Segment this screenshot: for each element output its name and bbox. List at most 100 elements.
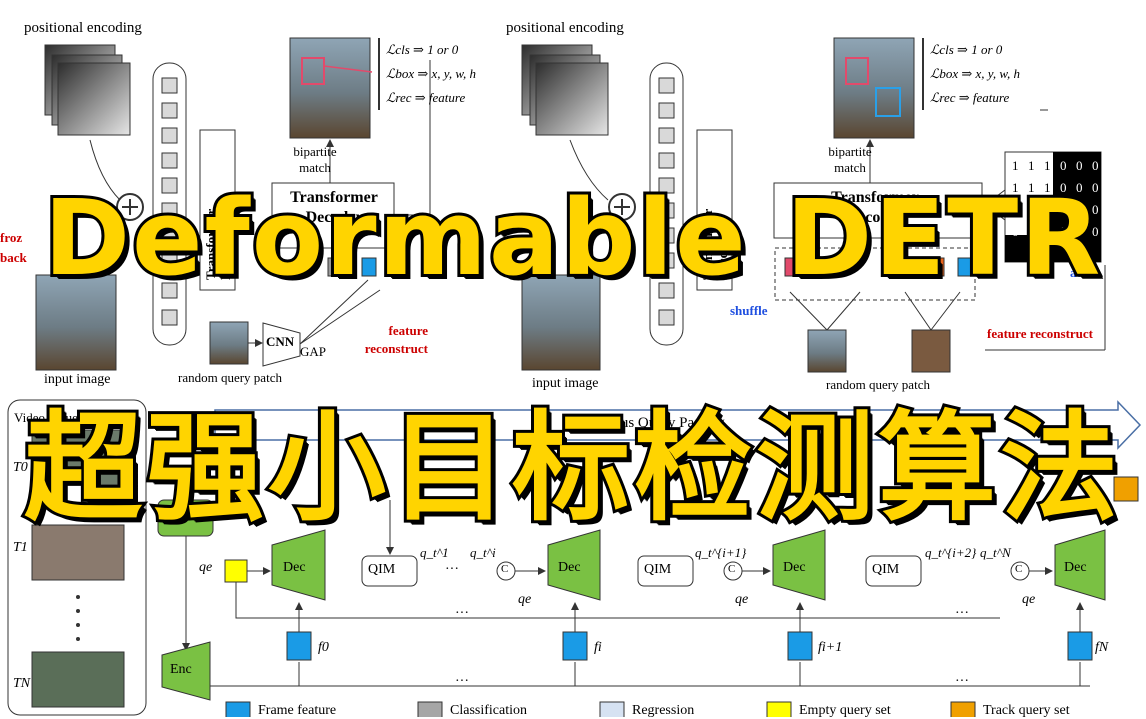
positional-encoding-stack-right [521, 44, 609, 136]
mask-cell: 0 [1076, 180, 1083, 195]
qe-label-1: qe [518, 592, 532, 607]
mask-cell: 0 [1012, 224, 1019, 239]
q-label-1: q_t^1 [420, 545, 449, 560]
qim-label-3: QIM [872, 562, 900, 577]
frame-tn [31, 651, 125, 708]
mask-cell: 0 [1060, 202, 1067, 217]
random-query-patch-label-left: random query patch [178, 370, 282, 385]
ellipsis-4: ··· [955, 606, 969, 621]
frame-label-tn: TN [13, 676, 31, 691]
mask-cell: 1 [1044, 158, 1051, 173]
token-cells-left [161, 77, 178, 326]
loss-rec-right: ℒrec ⇒ feature [930, 90, 1010, 105]
query-blue-right [957, 257, 973, 277]
qim-block-1 [361, 555, 418, 587]
legend-swatch-regression [599, 701, 625, 717]
loss-rec-left: ℒrec ⇒ feature [386, 90, 466, 105]
mask-cell: 1 [1044, 180, 1051, 195]
legend-swatch-track-query [950, 701, 976, 717]
mask-cell: 1 [1012, 158, 1019, 173]
decoder-word-2-right: Decoder [846, 209, 904, 226]
input-image-label-left: input image [44, 372, 111, 387]
frozen-backbone-label: froz back [0, 228, 27, 268]
legend-regression: Regression [632, 703, 695, 718]
mask-cell: 1 [1012, 202, 1019, 217]
random-query-patch-img-right-1 [807, 329, 847, 373]
decoder-word-1: Transformer [290, 189, 378, 206]
legend-swatch-frame-feature [225, 701, 251, 717]
decoder-word-2: Decoder [305, 209, 363, 226]
transformer-decoder-left [271, 182, 395, 249]
frame-feature-f0 [286, 631, 312, 661]
mask-cell: 1 [1028, 158, 1035, 173]
loss-list-left: ℒcls ⇒ 1 or 0 ℒbox ⇒ x, y, w, h ℒrec ⇒ f… [378, 38, 476, 110]
f-label-i1: fi+1 [818, 640, 843, 655]
frame-label-t0: T0 [13, 460, 28, 475]
random-query-patch-img-left [209, 321, 249, 365]
detection-image-left [289, 37, 371, 139]
mask-cell: 0 [1028, 224, 1035, 239]
frame-feature-fi [562, 631, 588, 661]
pe-label-right: positional encoding [506, 20, 624, 36]
cnn-block [262, 322, 301, 367]
frame-feature-fi1 [787, 631, 813, 661]
qe-label-0: qe [199, 560, 213, 575]
query-red-right [784, 257, 800, 277]
bipartite-label-right: bipartite match [820, 144, 880, 176]
overlay-title-line1: Deformable DETR [41, 175, 1104, 301]
encoder-box-right [696, 129, 733, 291]
mask-cell: 1 [1028, 202, 1035, 217]
qim-block-3 [865, 555, 922, 587]
concat-label-3: C [1015, 563, 1023, 575]
legend-swatch-classification [417, 701, 443, 717]
f-label-i: fi [594, 640, 602, 655]
qe-label-2: qe [735, 592, 749, 607]
plus-icon [122, 199, 138, 215]
legend-swatch-empty-query [766, 701, 792, 717]
detection-image-right [833, 37, 915, 139]
mask-cell: 0 [1076, 224, 1083, 239]
bipartite-word-right: bipartite [828, 144, 872, 159]
match-word-right: match [834, 160, 866, 175]
q-label-i1: q_t^{i+1} [695, 545, 747, 560]
qim-block-2 [637, 555, 694, 587]
decoder-label-left: Transformer Decoder [275, 188, 393, 228]
q-label-i: q_t^i [470, 545, 496, 560]
mask-cell: 1 [1028, 180, 1035, 195]
feature-reconstruct-left: feature reconstruct [358, 322, 428, 358]
input-image-label-right: input image [532, 376, 599, 391]
dec-label-i1: Dec [783, 560, 806, 575]
loss-list-right: ℒcls ⇒ 1 or 0 ℒbox ⇒ x, y, w, h ℒrec ⇒ f… [922, 38, 1020, 110]
concat-label-1: C [501, 563, 509, 575]
backbone-word: back [0, 250, 27, 265]
frame-feature-fn [1067, 631, 1093, 661]
input-image-right [521, 274, 601, 371]
frozen-word: froz [0, 230, 23, 245]
video-sequences-label: Video sequences [14, 410, 101, 425]
f-label-0: f0 [318, 640, 329, 655]
ellipsis-3: ··· [455, 674, 469, 689]
transformer-decoder-right [773, 182, 983, 239]
overlay-title-line2: 超强小目标检测算法 [21, 396, 1122, 540]
f-label-n: fN [1095, 640, 1109, 655]
mask-cell: 1 [1012, 180, 1019, 195]
decoder-label-right: Transformer Decoder [800, 188, 950, 228]
feature-reconstruct-right: feature reconstruct [987, 326, 1094, 341]
query-group-dashed [774, 247, 976, 301]
cnn-label: CNN [266, 334, 295, 349]
qe-label-3: qe [1022, 592, 1036, 607]
query-cell-left [327, 257, 343, 277]
input-image-left [35, 274, 117, 371]
q-label-i2: q_t^{i+2} [925, 545, 977, 560]
query-orange-right [929, 257, 945, 277]
pe-label-left: positional encoding [24, 20, 142, 36]
positional-encoding-stack-left [44, 44, 131, 136]
legend-empty-query: Empty query set [799, 703, 891, 718]
reconstruct-word: reconstruct [364, 341, 428, 356]
bbox-left [301, 57, 325, 85]
loss-cls-left: ℒcls ⇒ 1 or 0 [386, 42, 459, 57]
q-label-n: q_t^N [980, 545, 1011, 560]
enc-block [161, 641, 211, 701]
